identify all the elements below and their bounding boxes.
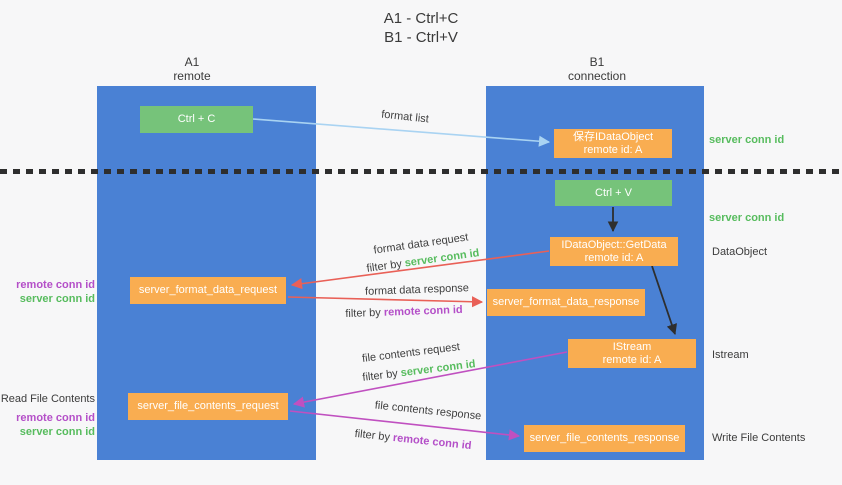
node-file-response-label: server_file_contents_response [529,432,680,444]
node-ctrl-v-label: Ctrl + V [595,186,632,199]
remote-conn-id-text: remote conn id [383,303,463,319]
label-istream: Istream [712,349,749,361]
copy-paste-divider-dotted-line [0,169,842,174]
node-idataobject-getdata: IDataObject::GetData remote id: A [550,237,678,266]
node-ctrl-c-label: Ctrl + C [177,113,216,125]
label-left-remote-conn-id-file: remote conn id [16,412,95,424]
node-file-request-label: server_file_contents_request [137,400,279,412]
remote-conn-id-text: remote conn id [392,431,472,453]
column-header-a1: A1 remote [132,55,252,83]
node-getdata-line1: IDataObject::GetData [561,238,667,251]
node-save-idataobject-line1: 保存IDataObject [572,130,654,143]
arrow-format-data-response [287,296,484,308]
node-istream: IStream remote id: A [568,339,696,368]
label-format-response-filter: filter by remote conn id [345,304,463,320]
filter-by-text: filter by [345,306,385,321]
label-read-file-contents: Read File Contents [0,393,95,405]
label-file-contents-response: file contents response [374,399,482,423]
title-line-copy: A1 - Ctrl+C [383,10,459,27]
label-format-data-response: format data response [364,282,470,298]
node-ctrl-v: Ctrl + V [555,180,672,206]
label-dataobject: DataObject [712,246,768,258]
node-server-format-data-request: server_format_data_request [130,277,286,304]
server-conn-id-text: server conn id [400,358,477,380]
column-header-b1: B1 connection [537,55,657,83]
label-left-remote-conn-id-format: remote conn id [16,279,95,291]
column-b-role: connection [567,69,627,83]
node-istream-line2: remote id: A [602,353,662,366]
filter-by-text: filter by [365,257,406,275]
node-server-format-data-response: server_format_data_response [487,289,645,316]
label-write-file-contents: Write File Contents [712,432,806,444]
node-format-request-label: server_format_data_request [138,284,278,296]
node-format-response-label: server_format_data_response [492,296,640,308]
label-left-server-conn-id-file: server conn id [19,426,95,438]
title-line-paste: B1 - Ctrl+V [384,29,458,46]
node-save-idataobject-line2: remote id: A [583,143,643,156]
node-save-idataobject: 保存IDataObject remote id: A [554,129,672,158]
label-format-list: format list [380,108,430,126]
label-left-server-conn-id-format: server conn id [19,293,95,305]
node-ctrl-c: Ctrl + C [140,106,253,133]
node-server-file-contents-response: server_file_contents_response [524,425,685,452]
column-a-name: A1 [184,55,200,69]
label-right-server-conn-id-paste: server conn id [709,212,785,224]
node-server-file-contents-request: server_file_contents_request [128,393,288,420]
node-istream-line1: IStream [612,340,652,353]
diagram-title: A1 - Ctrl+C B1 - Ctrl+V [0,9,842,47]
column-a-role: remote [173,69,211,83]
label-file-response-filter: filter by remote conn id [354,428,472,452]
filter-by-text: filter by [361,367,402,384]
label-right-server-conn-id-save: server conn id [709,134,785,146]
filter-by-text: filter by [354,427,394,444]
node-getdata-line2: remote id: A [584,251,644,264]
column-b-name: B1 [589,55,605,69]
